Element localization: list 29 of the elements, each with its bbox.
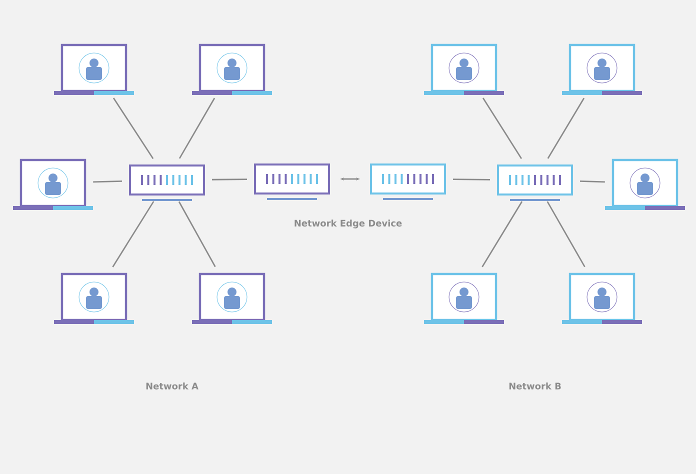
laptop-icon [54, 272, 134, 324]
laptop-icon [13, 158, 93, 210]
network-switch-icon [129, 164, 205, 201]
connector-line [482, 98, 522, 159]
connector-line [580, 180, 605, 183]
laptop-icon [424, 272, 504, 324]
text-label: Network B [509, 382, 561, 390]
connector-line [453, 178, 490, 180]
network-switch-icon [370, 164, 446, 200]
text-label: Network Edge Device [294, 220, 402, 228]
connector-line [212, 178, 248, 180]
laptop-icon [562, 44, 642, 95]
laptop-icon [562, 272, 642, 324]
connector-line [547, 98, 585, 159]
connector-line [482, 201, 523, 268]
laptop-icon [424, 44, 504, 95]
connector-line [112, 98, 154, 160]
connector-line [178, 201, 216, 268]
text-label: Network A [146, 382, 198, 390]
laptop-icon [192, 272, 272, 324]
laptop-icon [605, 158, 685, 210]
network-switch-icon [497, 164, 573, 201]
connector-line [178, 98, 216, 159]
laptop-icon [54, 44, 134, 95]
network-switch-icon [254, 164, 330, 200]
laptop-icon [192, 44, 272, 95]
connector-line [93, 180, 122, 183]
connector-line [112, 201, 154, 268]
connector-line [546, 201, 586, 268]
